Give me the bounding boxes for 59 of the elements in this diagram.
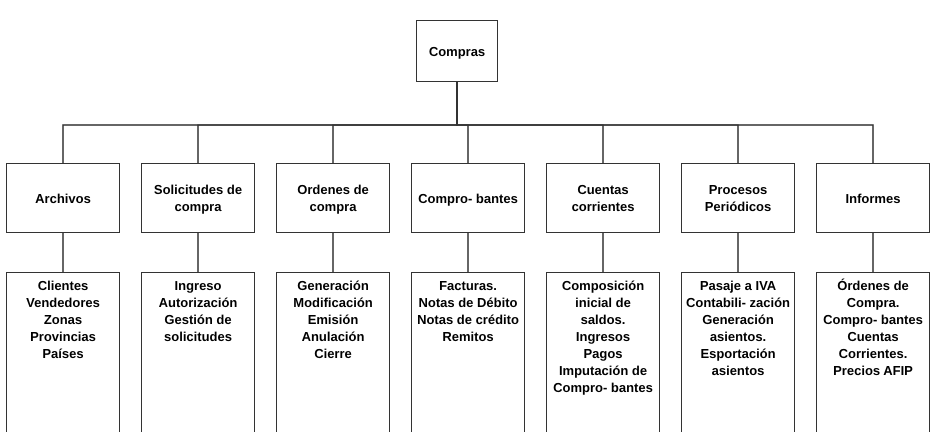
module-box xyxy=(276,163,390,233)
list-item: Facturas. xyxy=(438,277,498,294)
list-item: Cuentas Corrientes. xyxy=(838,328,908,362)
list-item: Gestión de solicitudes xyxy=(163,311,233,345)
box-title: Archivos xyxy=(34,190,92,206)
module-box xyxy=(6,163,120,233)
connector-line xyxy=(332,233,334,272)
module-box xyxy=(681,163,795,233)
list-item: Provincias xyxy=(29,328,97,345)
list-item: Cierre xyxy=(313,345,353,362)
list-item: Composición inicial de saldos. xyxy=(560,277,646,328)
item-list-box xyxy=(681,272,795,432)
connector-line xyxy=(602,233,604,272)
list-item: Clientes xyxy=(36,277,90,294)
list-item: Autorización xyxy=(158,294,238,311)
list-item: Pagos xyxy=(582,345,624,362)
item-list-box xyxy=(276,272,390,432)
item-list-box xyxy=(546,272,660,432)
list-item: Imputación de Compro- bantes xyxy=(552,362,654,396)
connector-line xyxy=(872,233,874,272)
list-item: Emisión xyxy=(306,311,360,328)
list-item: Esportación asientos xyxy=(699,345,777,379)
list-item: Países xyxy=(41,345,85,362)
list-item: Notas de crédito xyxy=(416,311,520,328)
root-box xyxy=(416,20,498,82)
box-title: Compras xyxy=(428,42,486,60)
connector-line xyxy=(467,233,469,272)
connector-line xyxy=(737,233,739,272)
box-title: Compro- bantes xyxy=(417,190,519,206)
module-box xyxy=(411,163,525,233)
list-item: Zonas xyxy=(42,311,84,328)
list-item: Vendedores xyxy=(25,294,101,311)
box-title: Ordenes de compra xyxy=(296,181,370,215)
connector-line xyxy=(62,233,64,272)
box-title: Cuentas corrientes xyxy=(570,181,636,215)
list-item: Ingreso xyxy=(174,277,222,294)
list-item: Notas de Débito xyxy=(418,294,518,311)
module-box xyxy=(141,163,255,233)
list-item: Precios AFIP xyxy=(832,362,914,379)
list-item: Compro- bantes xyxy=(822,311,924,328)
list-item: Ingresos xyxy=(574,328,632,345)
list-item: Generación xyxy=(296,277,370,294)
box-title: Informes xyxy=(844,190,902,206)
item-list-box xyxy=(411,272,525,432)
box-title: Procesos Periódicos xyxy=(704,181,772,215)
list-item: Anulación xyxy=(300,328,366,345)
item-list-box xyxy=(816,272,930,432)
list-item: Pasaje a IVA xyxy=(698,277,778,294)
list-item: Generación asientos. xyxy=(701,311,775,345)
item-list-box xyxy=(6,272,120,432)
list-item: Órdenes de Compra. xyxy=(836,277,910,311)
module-box xyxy=(546,163,660,233)
box-title: Solicitudes de compra xyxy=(152,181,244,215)
module-box xyxy=(816,163,930,233)
list-item: Contabili- zación xyxy=(685,294,791,311)
list-item: Modificación xyxy=(292,294,374,311)
list-item: Remitos xyxy=(441,328,495,345)
item-list-box xyxy=(141,272,255,432)
connector-line xyxy=(197,233,199,272)
